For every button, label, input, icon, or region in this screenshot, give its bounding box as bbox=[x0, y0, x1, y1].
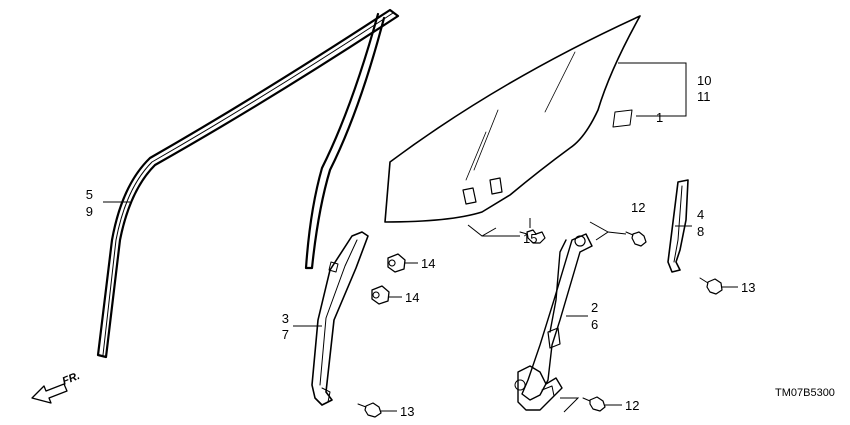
callout-13-bottom: 13 bbox=[400, 404, 414, 419]
bolt-15 bbox=[519, 229, 546, 244]
callout-14-upper: 14 bbox=[421, 256, 435, 271]
callout-2: 2 bbox=[591, 300, 598, 315]
rear-sash-channel bbox=[667, 179, 689, 273]
nut-14-upper bbox=[387, 253, 406, 273]
callout-10: 10 bbox=[697, 73, 711, 88]
callout-15: 15 bbox=[523, 231, 537, 246]
callout-11: 11 bbox=[697, 89, 711, 104]
bolt-12-upper bbox=[625, 231, 647, 247]
run-channel-outer bbox=[96, 8, 400, 359]
bolt-12-lower bbox=[582, 396, 606, 412]
callout-6: 6 bbox=[591, 317, 598, 332]
callout-14-lower: 14 bbox=[405, 290, 419, 305]
door-glass bbox=[384, 15, 641, 223]
diagram-code: TM07B5300 bbox=[775, 387, 835, 399]
leader-lines bbox=[103, 62, 738, 413]
front-indicator-label: FR. bbox=[61, 370, 82, 388]
front-direction-arrow-icon bbox=[31, 383, 68, 404]
front-sash-channel bbox=[311, 231, 369, 406]
run-channel-inner bbox=[304, 12, 386, 270]
callout-5: 5 bbox=[86, 187, 93, 202]
window-regulator bbox=[514, 233, 593, 411]
glass-label-sticker bbox=[612, 109, 633, 128]
callout-9: 9 bbox=[86, 204, 93, 219]
callout-13-right: 13 bbox=[741, 280, 755, 295]
callout-3: 3 bbox=[282, 311, 289, 326]
bolt-13-bottom bbox=[357, 402, 382, 418]
nut-14-lower bbox=[371, 285, 390, 305]
callout-7: 7 bbox=[282, 327, 289, 342]
callout-12-lower: 12 bbox=[625, 398, 639, 413]
callout-4: 4 bbox=[697, 207, 704, 222]
bolt-13-right bbox=[699, 277, 723, 295]
callout-8: 8 bbox=[697, 224, 704, 239]
callout-1: 1 bbox=[656, 110, 663, 125]
callout-12-upper: 12 bbox=[631, 200, 645, 215]
